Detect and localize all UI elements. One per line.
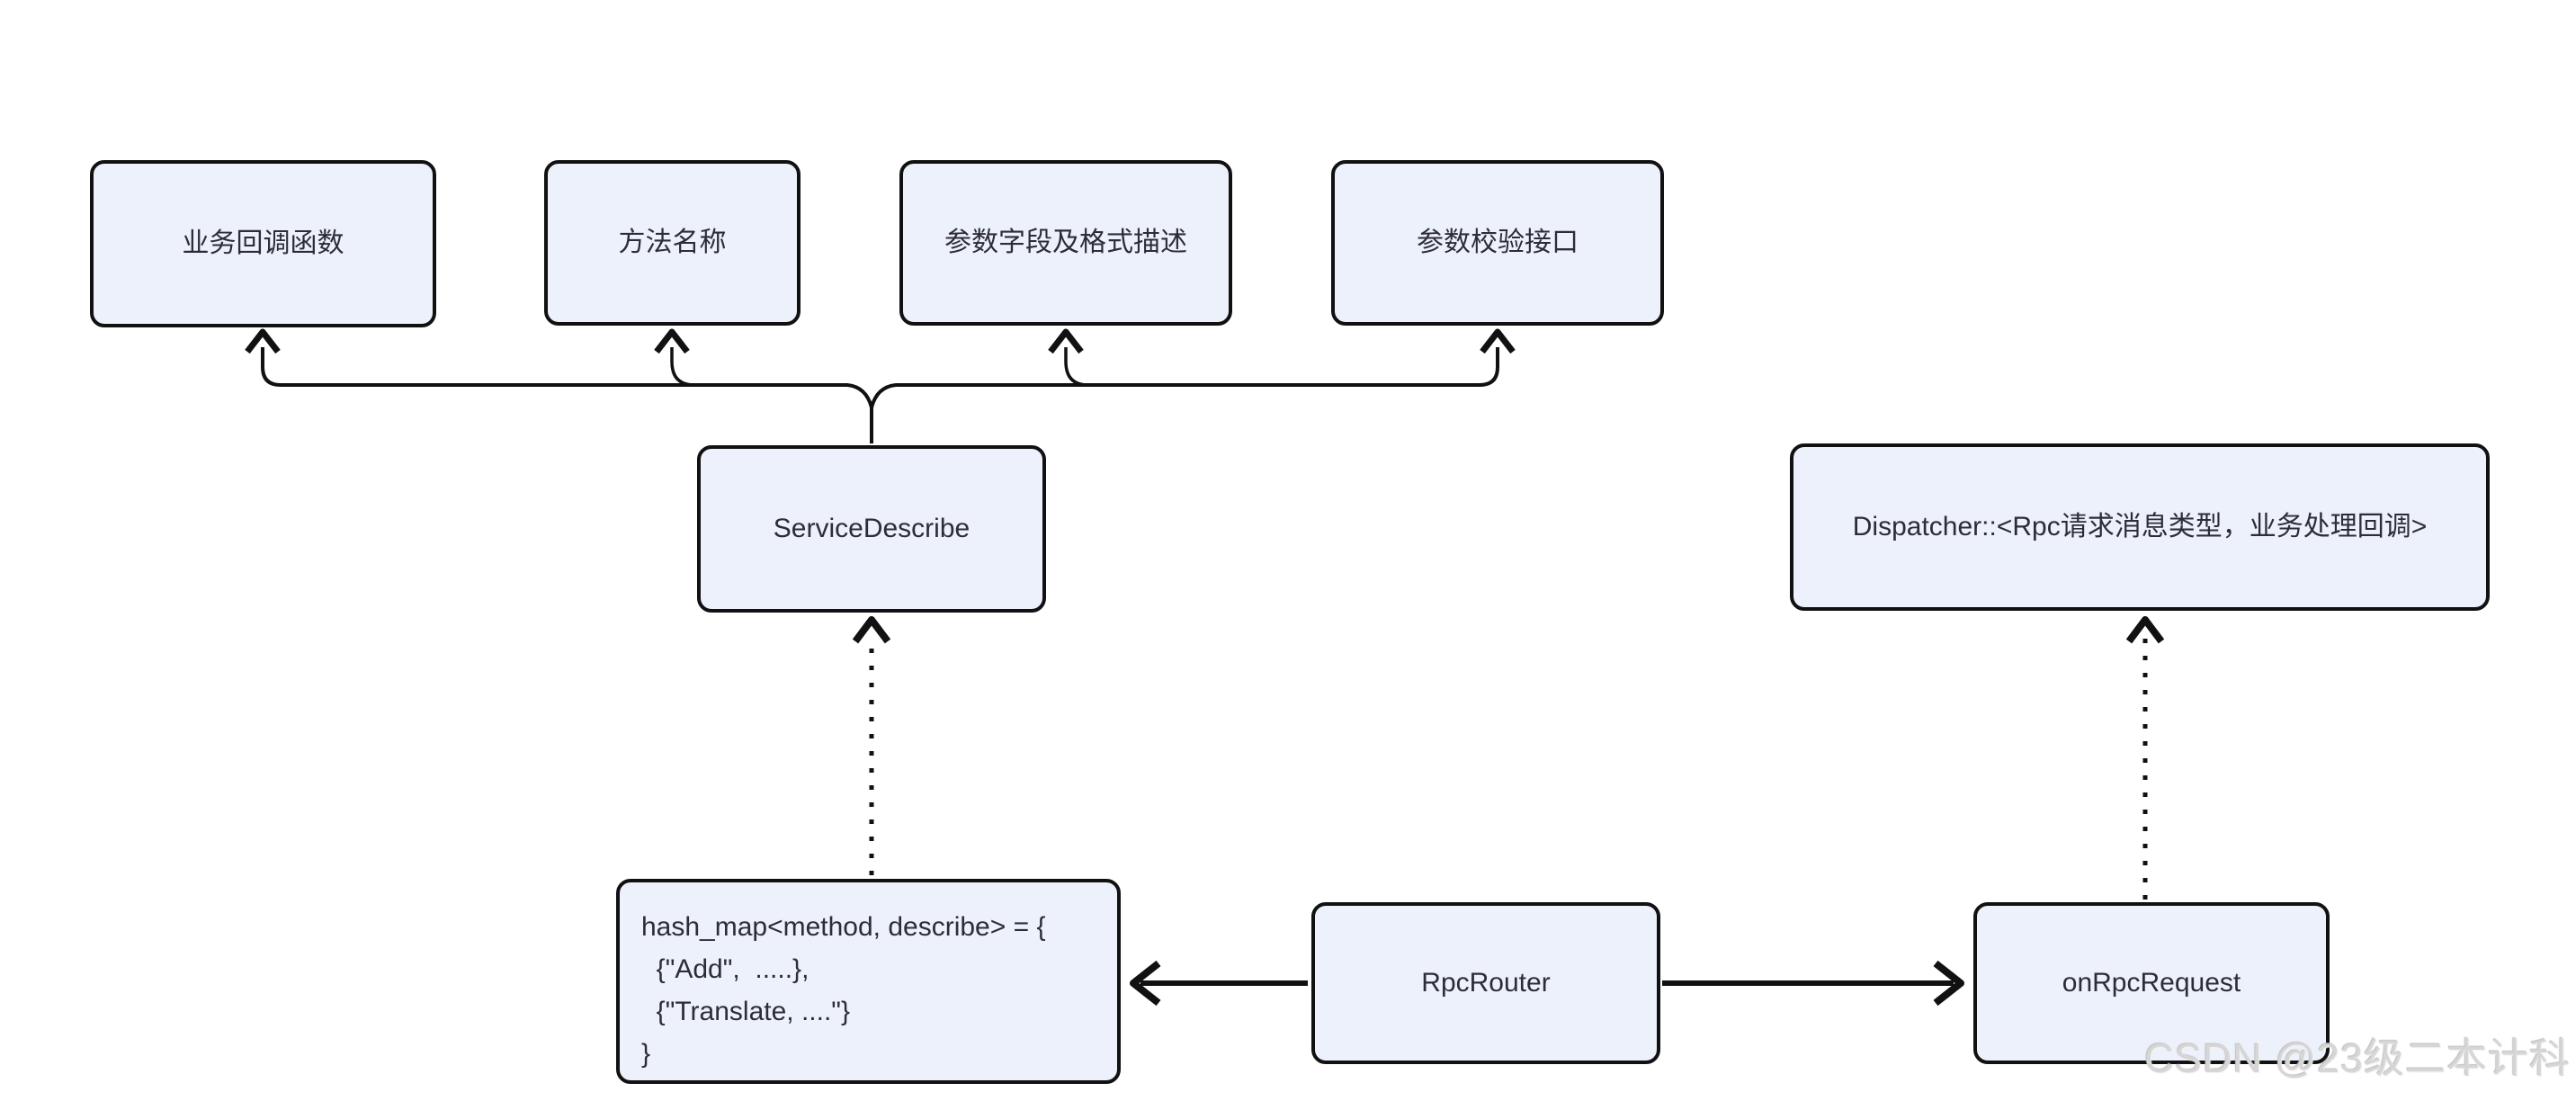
csdn-watermark: CSDN @23级二本计科 <box>2144 1035 2571 1081</box>
node-param-fields-format-label: 参数字段及格式描述 <box>944 228 1187 258</box>
node-dispatcher-label: Dispatcher::<Rpc请求消息类型，业务处理回调> <box>1852 512 2428 542</box>
arrow-rpcrouter-to-onrpcrequest <box>1662 960 1964 1007</box>
hashmap-code-line: {"Translate, ...."} <box>641 997 850 1026</box>
arrowhead-up-icon <box>1480 328 1516 354</box>
arrowhead-up-icon <box>654 328 690 354</box>
node-rpc-router: RpcRouter <box>1311 902 1660 1064</box>
arrowhead-right-icon <box>1933 960 1964 1007</box>
node-business-callback: 业务回调函数 <box>90 160 436 327</box>
hashmap-code-line: hash_map<method, describe> = { <box>641 912 1046 942</box>
arrowhead-left-icon <box>1130 960 1161 1007</box>
node-method-name: 方法名称 <box>544 160 801 326</box>
node-method-name-label: 方法名称 <box>618 228 727 258</box>
hashmap-code-line: {"Add", .....}, <box>641 954 809 984</box>
node-on-rpc-request: onRpcRequest <box>1973 902 2330 1064</box>
arrowhead-up-icon <box>852 616 891 644</box>
hashmap-code-line: } <box>641 1039 651 1069</box>
node-dispatcher: Dispatcher::<Rpc请求消息类型，业务处理回调> <box>1790 443 2490 611</box>
tree-connector <box>245 328 1516 443</box>
dotted-arrow-onrpcrequest-to-dispatcher <box>2125 616 2165 900</box>
node-param-fields-format: 参数字段及格式描述 <box>899 160 1232 326</box>
dotted-arrow-hashmap-to-servicedescribe <box>852 616 891 875</box>
node-service-describe-label: ServiceDescribe <box>773 514 970 544</box>
node-param-validation: 参数校验接口 <box>1331 160 1664 326</box>
arrowhead-up-icon <box>2125 616 2165 644</box>
arrowhead-up-icon <box>1048 328 1084 354</box>
node-business-callback-label: 业务回调函数 <box>182 228 344 259</box>
node-param-validation-label: 参数校验接口 <box>1417 228 1579 258</box>
arrow-rpcrouter-to-hashmap <box>1130 960 1308 1007</box>
node-hashmap: hash_map<method, describe> = { {"Add", .… <box>616 879 1121 1084</box>
node-service-describe: ServiceDescribe <box>697 445 1046 613</box>
arrowhead-up-icon <box>245 328 281 354</box>
node-on-rpc-request-label: onRpcRequest <box>2062 968 2241 998</box>
node-rpc-router-label: RpcRouter <box>1421 968 1551 998</box>
